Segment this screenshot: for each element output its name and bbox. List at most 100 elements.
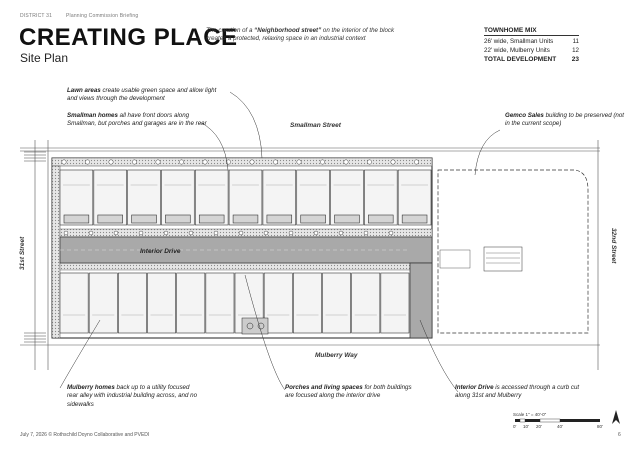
page-number: 6 [618,432,621,438]
tree-icon [61,159,67,165]
note-gemco: Gemco Sales building to be preserved (no… [505,112,625,129]
tree-icon [414,159,419,165]
leader-smallman [199,121,229,171]
lower-walk [59,262,411,271]
scale-seg [515,419,520,422]
tree-icon [213,230,219,236]
mix-row-label: 26' wide, Smallman Units [484,38,554,45]
tree-icon [138,230,144,236]
leader-porches [244,274,286,391]
mulberry-unit [263,272,293,334]
north-arrow-icon [612,410,620,424]
townhome-mix-heading: TOWNHOME MIX [484,27,537,34]
tree-icon [155,159,161,165]
street-edges [20,140,600,370]
gemco-building [437,169,589,334]
tree-icon [108,159,114,165]
lawn-area [232,214,259,224]
mix-total: TOTAL DEVELOPMENT 23 [484,56,579,63]
smallman-sidewalk [51,157,433,167]
tree-icon [88,230,94,236]
utility-pad-circle [246,322,254,330]
mulberry-unit [147,272,176,334]
footer-credit: July 7, 2026 © Rothschild Doyno Collabor… [20,432,150,438]
note-smallman-bold: Smallman homes [67,112,118,119]
note-lawn-text: create usable green space and allow ligh… [67,87,217,103]
leader-lines [59,91,501,393]
mix-row-value: 12 [572,47,579,54]
tree-icon [85,159,90,165]
tree-icon [202,159,208,165]
smallman-street-label: Smallman Street [290,122,342,129]
mix-total-label: TOTAL DEVELOPMENT [484,56,557,63]
note-porches-text: for both buildings are focused along the… [285,384,412,400]
mulberry-units [59,272,410,334]
scale-label: Scale 1" = 40'-0" [513,412,547,417]
leader-mulberry [59,319,101,389]
scale-tick: 20' [536,424,542,429]
lawn-area [401,214,428,224]
leader-lawn [229,91,263,159]
note-gemco-text: building to be preserved (not in the cur… [505,112,625,128]
page-title: CREATING PLACE [19,24,238,51]
note-lawn-bold: Lawn areas [67,87,101,94]
intro-text: The creation of a “Neighborhood street” … [206,27,406,44]
st32-label: 32nd Street [610,228,617,264]
note-mulberry: Mulberry homes back up to a utility focu… [67,384,197,409]
mulberry-unit [322,272,351,334]
tree-icon [63,230,69,236]
leader-gemco [474,129,501,176]
tree-icon [388,230,394,236]
note-lawn: Lawn areas create usable green space and… [67,87,227,104]
lawn-area [266,214,293,224]
tree-icon [249,159,255,165]
zone-box [439,249,471,269]
leader-interior-drive [419,319,459,393]
drive-curb-cut [409,262,433,339]
note-porches: Porches and living spaces for both build… [285,384,415,401]
mix-row: 22' wide, Mulberry Units 12 [484,47,579,54]
lawn-area [198,214,225,224]
utility-pad-circle [257,322,265,330]
lawn-area [334,214,360,224]
note-porches-bold: Porches and living spaces [285,384,363,391]
tree-icon [113,230,119,236]
note-interior-drive: Interior Drive is accessed through a cur… [455,384,585,401]
tree-icon [390,159,396,165]
tree-icon [263,230,269,236]
scale-tick: 80' [597,424,603,429]
tree-icon [179,159,184,165]
mulberry-unit [88,272,118,334]
scale-bar [515,418,600,423]
lawn-area [368,214,394,224]
scale-seg [560,419,600,422]
lawn-area [97,214,123,224]
mulberry-unit [118,272,147,334]
note-smallman-text: all have front doors along Smallman, but… [67,112,207,128]
tree-icon [273,159,278,165]
tree-icon [313,230,319,236]
note-smallman: Smallman homes all have front doors alon… [67,112,217,129]
tree-icon [132,159,137,165]
intro-bold: “Neighborhood street” [254,27,322,34]
tree-icon [296,159,302,165]
mulberry-unit [293,272,322,334]
mix-row-label: 22' wide, Mulberry Units [484,47,550,54]
interior-drive-label: Interior Drive [140,248,181,255]
scale-seg [525,419,540,422]
mix-total-value: 23 [571,56,579,63]
crosswalk-top [24,151,46,162]
mulberry-unit [176,272,206,334]
lawn-area [300,214,326,224]
tree-icon [367,159,372,165]
lawn-area [165,214,191,224]
intro-pre: The creation of a [206,27,255,34]
note-mulberry-text: back up to a utility focused rear alley … [67,384,198,408]
section-label: Planning Commission Briefing [66,13,139,19]
mulberry-unit [380,272,410,334]
st31-label: 31st Street [19,236,26,270]
scale-seg [539,418,561,423]
divider [484,35,579,36]
